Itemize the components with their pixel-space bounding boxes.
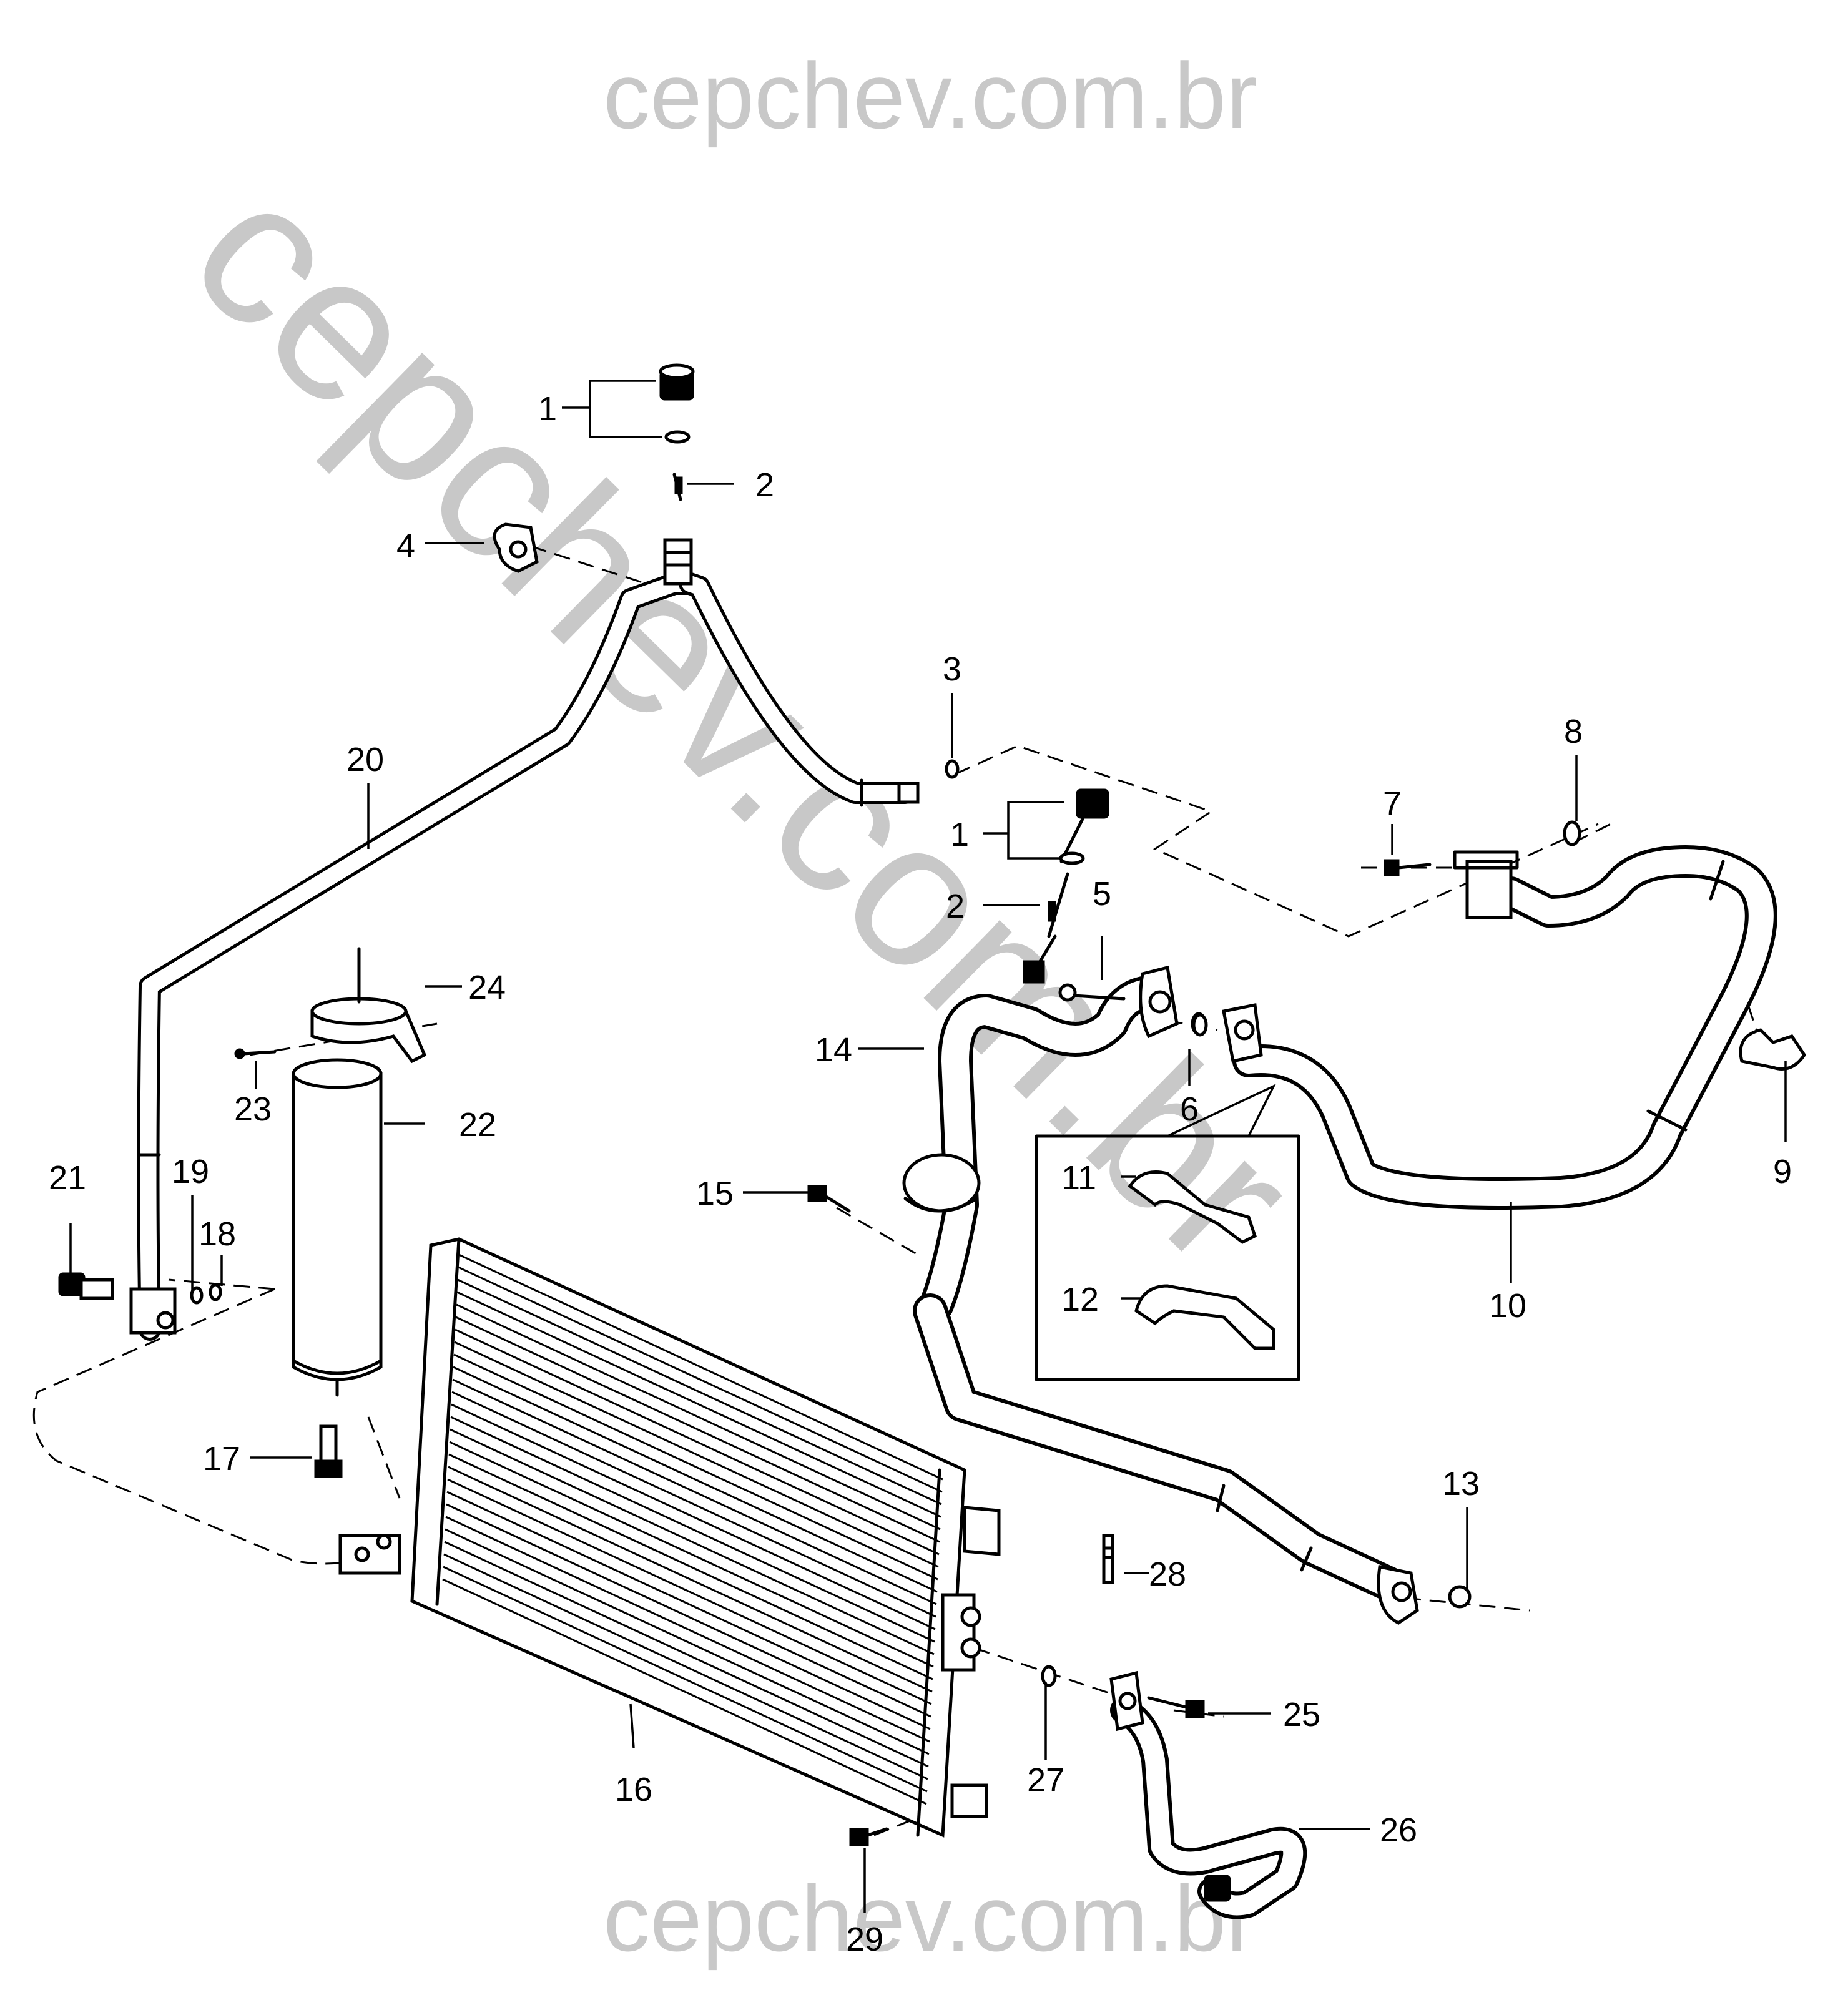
watermark-bottom: cepchev.com.br <box>603 1866 1257 1971</box>
o-ring-27 <box>1041 1665 1057 1687</box>
pipe-26 <box>1109 1670 1307 1919</box>
bolt-29 <box>849 1827 888 1846</box>
bolt-7 <box>1384 859 1432 876</box>
pin-28 <box>1102 1534 1114 1584</box>
callout-11: 11 <box>1061 1159 1096 1197</box>
o-ring-3 <box>945 759 960 779</box>
pressure-switch-21 <box>58 1272 114 1300</box>
callout-6: 6 <box>1180 1091 1199 1128</box>
callout-1-top: 1 <box>538 390 557 428</box>
callout-27: 27 <box>1027 1762 1064 1799</box>
callout-12: 12 <box>1061 1281 1099 1318</box>
callout-16: 16 <box>615 1771 652 1808</box>
callout-2-top: 2 <box>755 466 774 504</box>
callout-23: 23 <box>234 1091 272 1128</box>
bracket-detail-box <box>1035 1084 1300 1381</box>
bolt-17 <box>314 1424 343 1478</box>
block-fitting-5-6 <box>1023 788 1263 1064</box>
callout-28: 28 <box>1149 1556 1186 1593</box>
callout-14: 14 <box>815 1031 852 1069</box>
pipe-10 <box>1232 845 1777 1210</box>
leader-lines <box>69 380 1787 1913</box>
clip-9 <box>1739 1028 1807 1071</box>
clip-4 <box>493 522 539 573</box>
callout-7: 7 <box>1383 785 1402 822</box>
o-ring-8 <box>1563 820 1581 846</box>
bolt-25 <box>1147 1696 1205 1718</box>
pipe-20 <box>137 572 920 1341</box>
condenser-16 <box>338 1237 1001 1838</box>
callout-17: 17 <box>203 1440 240 1478</box>
callout-20: 20 <box>346 741 384 778</box>
service-valve-top <box>659 363 695 586</box>
callout-19: 19 <box>172 1153 209 1190</box>
callout-24: 24 <box>468 969 506 1006</box>
callout-8: 8 <box>1564 713 1583 750</box>
o-ring-18 <box>209 1283 222 1301</box>
callout-18: 18 <box>199 1215 236 1253</box>
bolt-23 <box>234 1048 277 1059</box>
callout-2-right: 2 <box>946 888 965 925</box>
o-ring-19 <box>190 1286 204 1305</box>
block-19 <box>129 1287 177 1335</box>
pipe-14 <box>902 975 1419 1625</box>
callout-1-right: 1 <box>950 816 969 853</box>
bolt-15 <box>807 1185 851 1213</box>
callout-29: 29 <box>846 1921 883 1958</box>
callout-21: 21 <box>49 1159 86 1197</box>
bracket-24 <box>310 947 427 1064</box>
callout-22: 22 <box>459 1106 496 1144</box>
callout-13: 13 <box>1442 1465 1480 1502</box>
callout-15: 15 <box>696 1175 734 1212</box>
callout-9: 9 <box>1773 1153 1792 1190</box>
callout-3: 3 <box>943 650 961 688</box>
callout-26: 26 <box>1380 1811 1417 1849</box>
condenser-fins <box>442 1253 943 1805</box>
callout-5: 5 <box>1093 875 1111 913</box>
watermark-top: cepchev.com.br <box>603 43 1257 148</box>
o-ring-13 <box>1448 1585 1472 1609</box>
callout-4: 4 <box>396 527 415 565</box>
callout-25: 25 <box>1283 1696 1320 1733</box>
callout-labels: 1 2 4 3 1 2 5 7 8 20 24 23 22 14 6 9 11 … <box>49 390 1792 1958</box>
receiver-drier-22 <box>292 1058 383 1397</box>
o-ring-6 <box>1192 1013 1208 1037</box>
callout-10: 10 <box>1489 1287 1526 1325</box>
